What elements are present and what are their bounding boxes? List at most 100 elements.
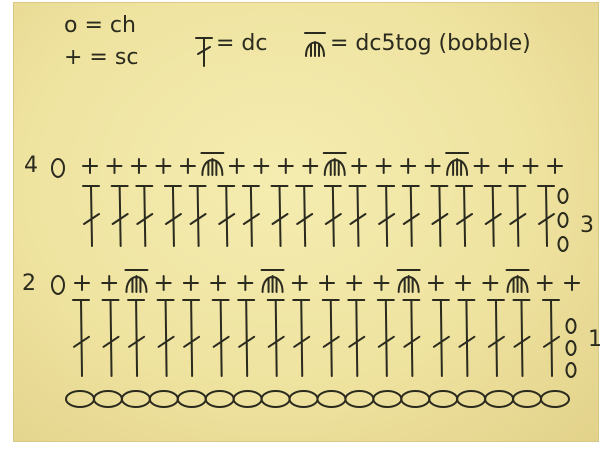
- dc-stitch: [82, 185, 100, 247]
- dc-stitch: [457, 299, 476, 377]
- sc-stitch: [351, 158, 368, 174]
- dc-stitch: [163, 185, 182, 247]
- dc-stitch: [135, 185, 154, 247]
- foundation-chain: [65, 390, 570, 408]
- bobble-stitch: [124, 269, 149, 293]
- legend-bobble: = dc5tog (bobble): [330, 31, 531, 56]
- dc-stitch: [110, 185, 129, 247]
- row-1-double-crochet: [72, 299, 560, 377]
- sc-stitch: [473, 158, 490, 174]
- legend: o = ch + = sc = dc = dc5tog (bobble): [64, 13, 531, 70]
- sc-stitch: [182, 275, 199, 291]
- dc-stitch: [376, 299, 395, 377]
- sc-stitch: [130, 158, 147, 174]
- bobble-stitch: [396, 269, 421, 293]
- row-label-1: 1: [588, 327, 602, 352]
- dc-stitch: [455, 185, 474, 247]
- sc-stitch: [155, 158, 172, 174]
- sc-stitch: [427, 275, 444, 291]
- chain-stitch: [65, 390, 95, 408]
- dc-stitch: [241, 185, 260, 247]
- sc-stitch: [179, 158, 196, 174]
- dc-stitch: [323, 185, 342, 247]
- turning-chain-stitch: [565, 318, 577, 334]
- dc-stitch: [101, 299, 120, 377]
- dc-stitch: [156, 299, 175, 377]
- dc-stitch: [431, 299, 450, 377]
- bobble-stitch: [505, 269, 530, 293]
- chain-stitch: [316, 390, 347, 408]
- dc-stitch: [401, 185, 420, 247]
- legend-single-crochet: + = sc: [64, 45, 138, 70]
- sc-stitch: [564, 275, 580, 291]
- bobble-stitch: [260, 269, 285, 293]
- dc-stitch: [347, 299, 366, 377]
- sc-stitch: [455, 275, 472, 291]
- chain-stitch: [372, 390, 403, 408]
- dc-stitch: [542, 299, 560, 377]
- dc-stitch: [182, 299, 201, 377]
- sc-stitch: [82, 158, 98, 174]
- chain-stitch: [92, 390, 123, 408]
- chain-stitch: [148, 390, 179, 408]
- row-2-stitches: [74, 269, 580, 293]
- chain-stitch: [288, 390, 319, 408]
- sc-stitch: [210, 275, 227, 291]
- dc-stitch: [266, 299, 285, 377]
- row-start-chains: [51, 158, 65, 295]
- row-4-start-chain: [51, 158, 65, 178]
- sc-stitch: [253, 158, 270, 174]
- dc-stitch: [348, 185, 367, 247]
- dc-stitch: [512, 299, 531, 377]
- dc-stitch: [321, 299, 340, 377]
- chain-stitch: [456, 390, 487, 408]
- sc-stitch: [228, 158, 245, 174]
- sc-stitch: [291, 275, 308, 291]
- legend-double-crochet: = dc: [216, 31, 268, 56]
- chain-stitch: [428, 390, 459, 408]
- turning-chain-stitch: [557, 236, 569, 252]
- sc-stitch: [424, 158, 441, 174]
- row-3-double-crochet: [82, 185, 555, 247]
- dc-stitch: [188, 185, 207, 247]
- row-4-stitches: [82, 152, 563, 176]
- dc-stitch: [270, 185, 289, 247]
- sc-stitch: [547, 158, 563, 174]
- sc-stitch: [302, 158, 319, 174]
- dc-stitch: [537, 185, 555, 247]
- dc-stitch: [127, 299, 146, 377]
- sc-stitch: [375, 158, 392, 174]
- sc-stitch: [237, 275, 254, 291]
- row-3-turning-chain: [557, 188, 569, 252]
- dc-stitch: [486, 299, 505, 377]
- dc-stitch: [508, 185, 527, 247]
- turning-chain-stitch: [565, 340, 577, 356]
- dc-stitch: [377, 185, 396, 247]
- dc-stitch: [72, 299, 90, 377]
- row-label-4: 4: [24, 153, 38, 178]
- sc-stitch: [277, 158, 294, 174]
- chain-stitch: [540, 390, 570, 408]
- chain-stitch: [344, 390, 375, 408]
- dc-stitch: [430, 185, 449, 247]
- dc-stitch: [483, 185, 502, 247]
- row-1-turning-chain: [565, 318, 577, 378]
- dc-stitch: [237, 299, 256, 377]
- bobble-stitch: [322, 152, 347, 176]
- legend-chain: o = ch: [64, 13, 136, 38]
- turning-chain-stitch: [557, 212, 569, 228]
- chain-stitch: [120, 390, 151, 408]
- sc-stitch: [522, 158, 539, 174]
- sc-stitch: [101, 275, 118, 291]
- sc-stitch: [346, 275, 363, 291]
- dc-stitch: [217, 185, 236, 247]
- sc-stitch: [400, 158, 417, 174]
- dc-stitch: [211, 299, 230, 377]
- sc-stitch: [74, 275, 90, 291]
- dc-stitch: [402, 299, 421, 377]
- turning-chain-stitch: [565, 362, 577, 378]
- chain-stitch: [176, 390, 207, 408]
- sc-stitch: [106, 158, 123, 174]
- turning-chain-stitch: [557, 188, 569, 204]
